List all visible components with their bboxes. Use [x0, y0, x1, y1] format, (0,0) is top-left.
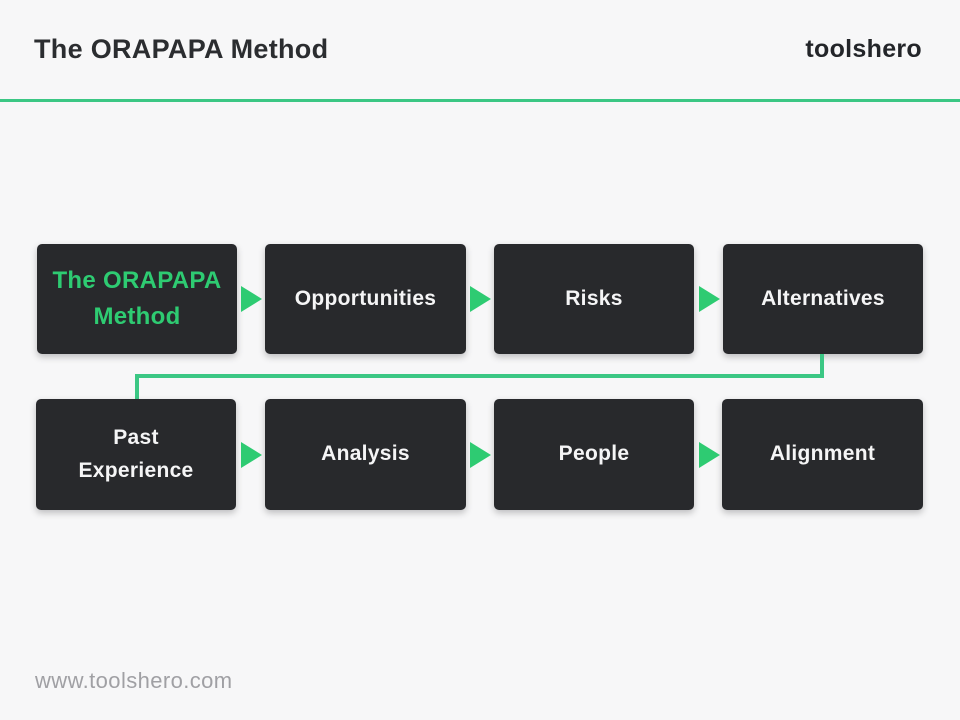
footer-website-url: www.toolshero.com	[35, 668, 233, 693]
node-label: People	[558, 442, 630, 466]
node-alignment: Alignment	[722, 399, 923, 510]
node-analysis: Analysis	[265, 399, 466, 510]
arrow-right-icon	[241, 286, 262, 312]
node-label: Risks	[565, 286, 623, 310]
node-risks: Risks	[494, 244, 694, 354]
arrow-right-icon	[699, 286, 720, 312]
connector-line-vertical-to-past-experience	[135, 374, 139, 400]
node-past-experience: Past Experience	[36, 399, 236, 510]
header-divider	[0, 99, 960, 102]
node-orapapa-method: The ORAPAPA Method	[37, 244, 237, 354]
page-title: The ORAPAPA Method	[34, 34, 329, 64]
connector-line-horizontal	[135, 374, 824, 378]
node-label: Past Experience	[78, 425, 194, 482]
arrow-right-icon	[241, 442, 262, 468]
node-opportunities: Opportunities	[265, 244, 466, 354]
connector-line-vertical-from-alternatives	[820, 354, 824, 378]
node-label: Alternatives	[761, 286, 885, 310]
arrow-right-icon	[470, 286, 491, 312]
arrow-right-icon	[470, 442, 491, 468]
header: The ORAPAPA Method toolshero	[0, 0, 960, 99]
node-alternatives: Alternatives	[723, 244, 923, 354]
node-label: Alignment	[769, 442, 876, 466]
node-label: The ORAPAPA Method	[52, 267, 222, 330]
node-label: Opportunities	[294, 286, 437, 310]
node-people: People	[494, 399, 694, 510]
arrow-right-icon	[699, 442, 720, 468]
toolshero-logo: toolshero	[805, 35, 922, 63]
node-label: Analysis	[321, 442, 410, 466]
